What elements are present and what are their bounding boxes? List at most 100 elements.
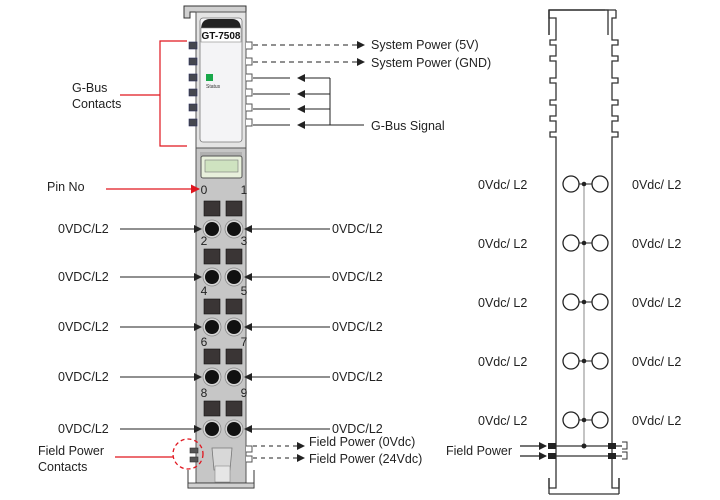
pin-number: 2 [201,234,208,248]
schematic-node [581,240,587,246]
terminal-release-slot[interactable] [203,348,221,365]
pin-numbers: 0 1 2 3 4 5 6 7 8 9 [201,183,248,400]
terminal-hole[interactable] [227,422,241,436]
left-pin-label: 0VDC/L2 [58,222,109,236]
pin-no-label: Pin No [47,180,85,194]
gbus-contacts [188,41,198,127]
field-power-0v-label: Field Power (0Vdc) [309,435,415,449]
schematic-left-label: 0Vdc/ L2 [478,414,527,428]
terminal-release-slot[interactable] [225,400,243,417]
schematic-right-label: 0Vdc/ L2 [632,237,681,251]
right-pin-label: 0VDC/L2 [332,422,383,436]
io-module: GT-7508 Status [183,5,255,489]
schematic-left-label: 0Vdc/ L2 [478,237,527,251]
schematic-left-label: 0Vdc/ L2 [478,355,527,369]
schematic-terminal-right [591,175,609,193]
terminal-hole[interactable] [205,270,219,284]
pin-number: 8 [201,386,208,400]
terminal-release-slot[interactable] [203,400,221,417]
gbus-bracket [159,40,187,147]
pin-no-annotation: Pin No [47,180,200,194]
terminal-release-slot[interactable] [203,298,221,315]
schematic-node [581,299,587,305]
terminal-hole[interactable] [205,222,219,236]
pin-number: 4 [201,284,208,298]
terminal-release-slot[interactable] [203,200,221,217]
label-card [199,17,243,143]
terminal-hole[interactable] [205,422,219,436]
schematic-right-label: 0Vdc/ L2 [632,296,681,310]
pin-number: 1 [241,183,248,197]
schematic-terminal-left [562,293,580,311]
right-pin-label: 0VDC/L2 [332,222,383,236]
schematic-terminal-right [591,234,609,252]
gbus-signal-annotation [253,74,364,129]
pin-number: 3 [241,234,248,248]
schematic-terminal-right [591,352,609,370]
schematic-terminal-right [591,411,609,429]
field-power-contacts [189,447,199,463]
terminal-hole[interactable] [205,320,219,334]
field-power-contacts-annotation: Field Power Contacts [38,438,204,474]
field-power-annotation: Field Power (0Vdc) Field Power (24Vdc) [253,435,422,466]
system-power-5v-label: System Power (5V) [371,38,479,52]
left-pin-label: 0VDC/L2 [58,370,109,384]
terminal-hole[interactable] [227,370,241,384]
field-power-contacts-label-line1: Field Power [38,444,104,458]
gbus-signal-label: G-Bus Signal [371,119,445,133]
schematic-terminal-left [562,175,580,193]
pin-number: 0 [201,183,208,197]
terminal-release-slot[interactable] [225,248,243,265]
schematic-labels: 0Vdc/ L2 0Vdc/ L2 0Vdc/ L2 0Vdc/ L2 0Vdc/ L2… [478,178,681,428]
schematic-node [581,358,587,364]
schematic-field-power: Field Power [446,441,628,460]
right-bus-notches [246,41,253,127]
terminal-hole[interactable] [205,370,219,384]
pin-number: 5 [241,284,248,298]
left-pin-label: 0VDC/L2 [58,320,109,334]
field-power-notches [246,445,253,463]
field-power-highlight-circle [172,438,204,470]
terminal-block [202,200,244,439]
system-power-gnd-label: System Power (GND) [371,56,491,70]
terminal-release-slot[interactable] [203,248,221,265]
right-pin-labels: 0VDC/L2 0VDC/L2 0VDC/L2 0VDC/L2 0VDC/L2 [244,222,383,436]
terminal-release-slot[interactable] [225,348,243,365]
status-label: Status [206,84,221,90]
pin-number: 7 [241,335,248,349]
label-card-header [201,19,241,30]
pin-number: 6 [201,335,208,349]
left-pin-label: 0VDC/L2 [58,270,109,284]
right-pin-label: 0VDC/L2 [332,320,383,334]
schematic-terminal-left [562,234,580,252]
gbus-contacts-label-line2: Contacts [72,97,121,111]
field-power-24v-label: Field Power (24Vdc) [309,452,422,466]
terminal-hole[interactable] [227,222,241,236]
schematic-node [581,417,587,423]
terminal-hole[interactable] [227,320,241,334]
schematic-field-power-label: Field Power [446,444,512,458]
schematic-terminal-right [591,293,609,311]
schematic-node [581,181,587,187]
schematic-terminal-left [562,352,580,370]
right-pin-label: 0VDC/L2 [332,270,383,284]
schematic-right-label: 0Vdc/ L2 [632,355,681,369]
gbus-contacts-annotation: G-Bus Contacts [72,40,187,147]
terminal-release-slot[interactable] [225,298,243,315]
pin-number: 9 [241,386,248,400]
schematic-right-label: 0Vdc/ L2 [632,178,681,192]
field-power-contacts-label-line2: Contacts [38,460,87,474]
terminal-hole[interactable] [227,270,241,284]
schematic-left-label: 0Vdc/ L2 [478,296,527,310]
system-power-annotation: System Power (5V) System Power (GND) [253,38,491,70]
schematic-outline [548,9,620,495]
terminal-release-slot[interactable] [225,200,243,217]
right-pin-label: 0VDC/L2 [332,370,383,384]
status-led [206,74,213,81]
schematic-terminal-left [562,411,580,429]
schematic-left-label: 0Vdc/ L2 [478,178,527,192]
model-name: GT-7508 [202,31,241,42]
gbus-contacts-label-line1: G-Bus [72,81,107,95]
